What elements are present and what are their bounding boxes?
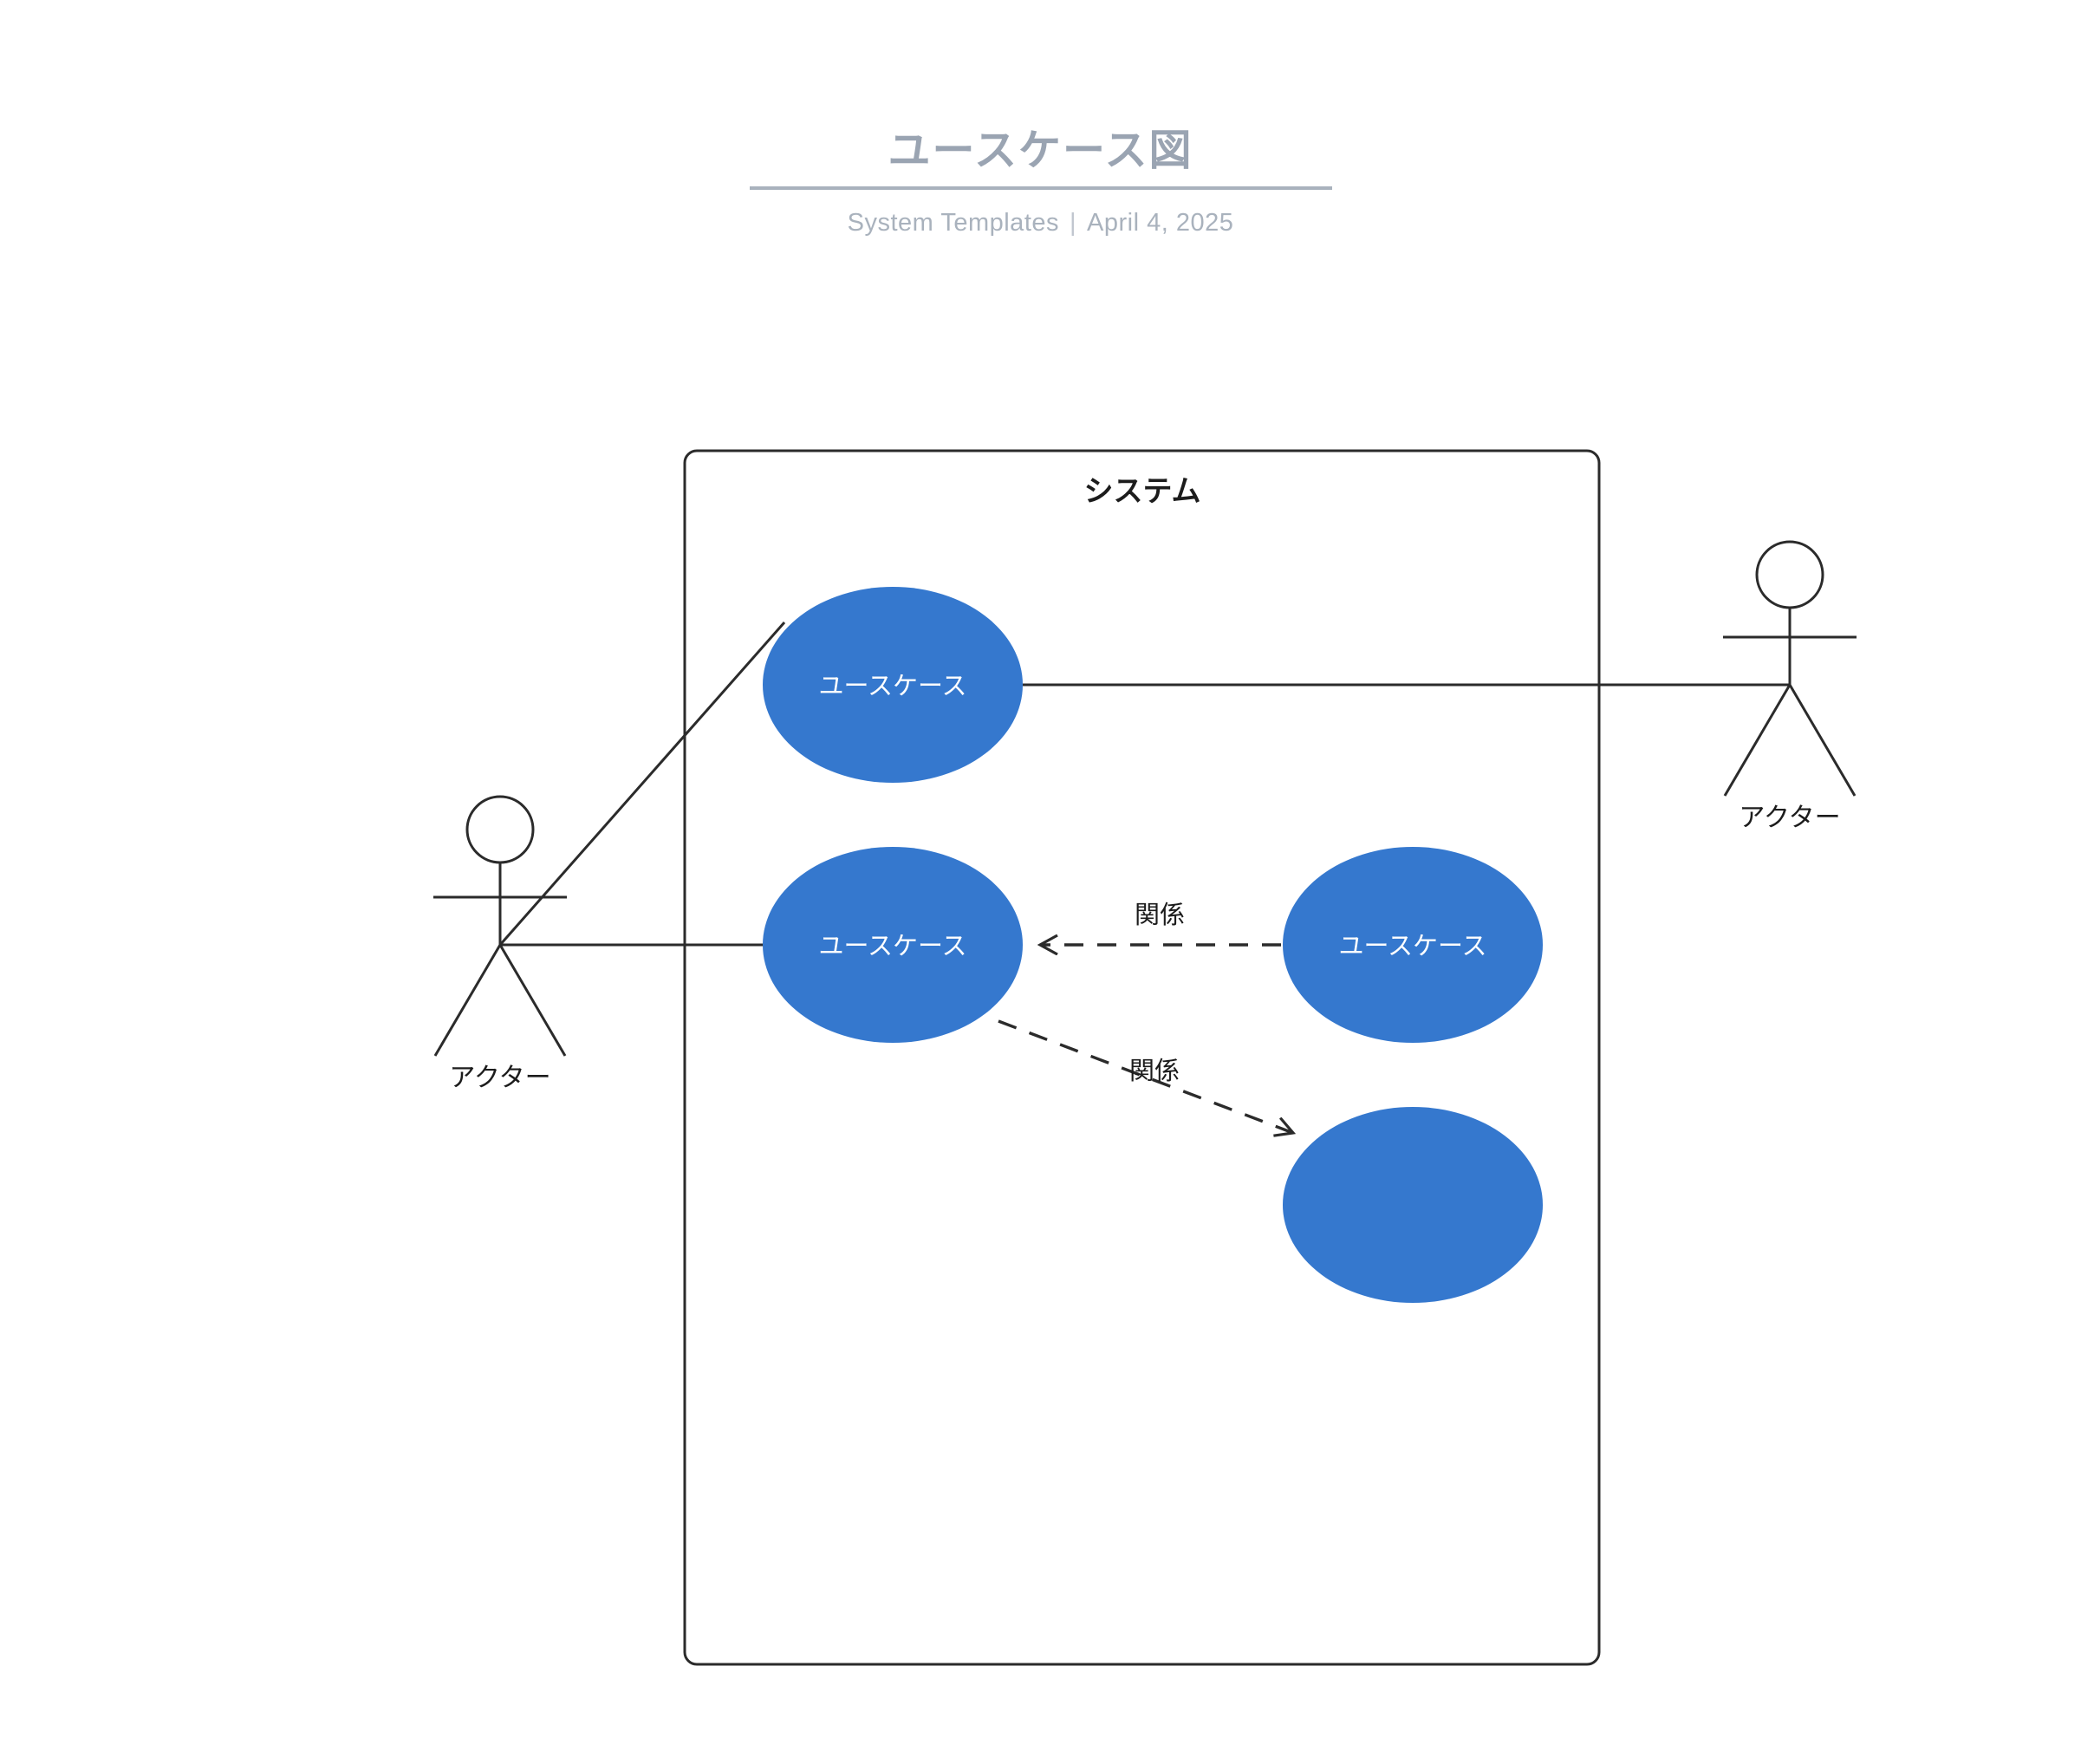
use-case-mid-right[interactable]: ユースケース xyxy=(1283,847,1543,1043)
actor-leg-right xyxy=(1788,684,1857,797)
use-case-label: ユースケース xyxy=(1338,933,1486,960)
title-divider xyxy=(749,186,1332,190)
subtitle-date: April 4, 2025 xyxy=(1087,209,1234,237)
association-lines xyxy=(498,622,1790,947)
relationship-label-mid: 関係 xyxy=(1135,901,1185,929)
subtitle-separator: | xyxy=(1070,209,1077,237)
use-case-mid-left[interactable]: ユースケース xyxy=(763,847,1023,1043)
actor-leg-left xyxy=(1723,684,1792,797)
use-case-ellipse[interactable] xyxy=(763,847,1023,1043)
actor-label: アクター xyxy=(1739,804,1840,832)
actor-label: アクター xyxy=(449,1064,550,1092)
relationship-label-lower: 関係 xyxy=(1129,1057,1180,1085)
subtitle-source: System Templates xyxy=(847,209,1059,237)
actor-right[interactable]: アクター xyxy=(1723,540,1857,832)
actor-left[interactable]: アクター xyxy=(433,795,567,1092)
page-title: ユースケース図 xyxy=(888,127,1193,174)
actor-leg-right xyxy=(498,944,567,1057)
actor-head-icon xyxy=(465,795,535,864)
actor-leg-left xyxy=(433,944,502,1057)
assoc-left-actor-to-top-uc[interactable] xyxy=(498,622,786,946)
document-header: ユースケース図 System Templates | April 4, 2025 xyxy=(0,130,2081,238)
use-case-label: ユースケース xyxy=(818,673,966,700)
use-case-top-left[interactable]: ユースケース xyxy=(763,587,1023,783)
document-subtitle: System Templates | April 4, 2025 xyxy=(0,209,2081,238)
use-case-ellipse[interactable] xyxy=(763,587,1023,783)
use-case-ellipse[interactable] xyxy=(1283,847,1543,1043)
use-case-ellipse[interactable] xyxy=(1283,1107,1543,1303)
relationship-arrows: mid-left UC, arrowhead at left end --> 関… xyxy=(998,901,1293,1133)
system-boundary-label: システム xyxy=(1084,475,1201,508)
use-case-bottom-right[interactable] xyxy=(1283,1107,1543,1303)
use-case-label: ユースケース xyxy=(818,933,966,960)
actor-head-icon xyxy=(1755,540,1824,609)
